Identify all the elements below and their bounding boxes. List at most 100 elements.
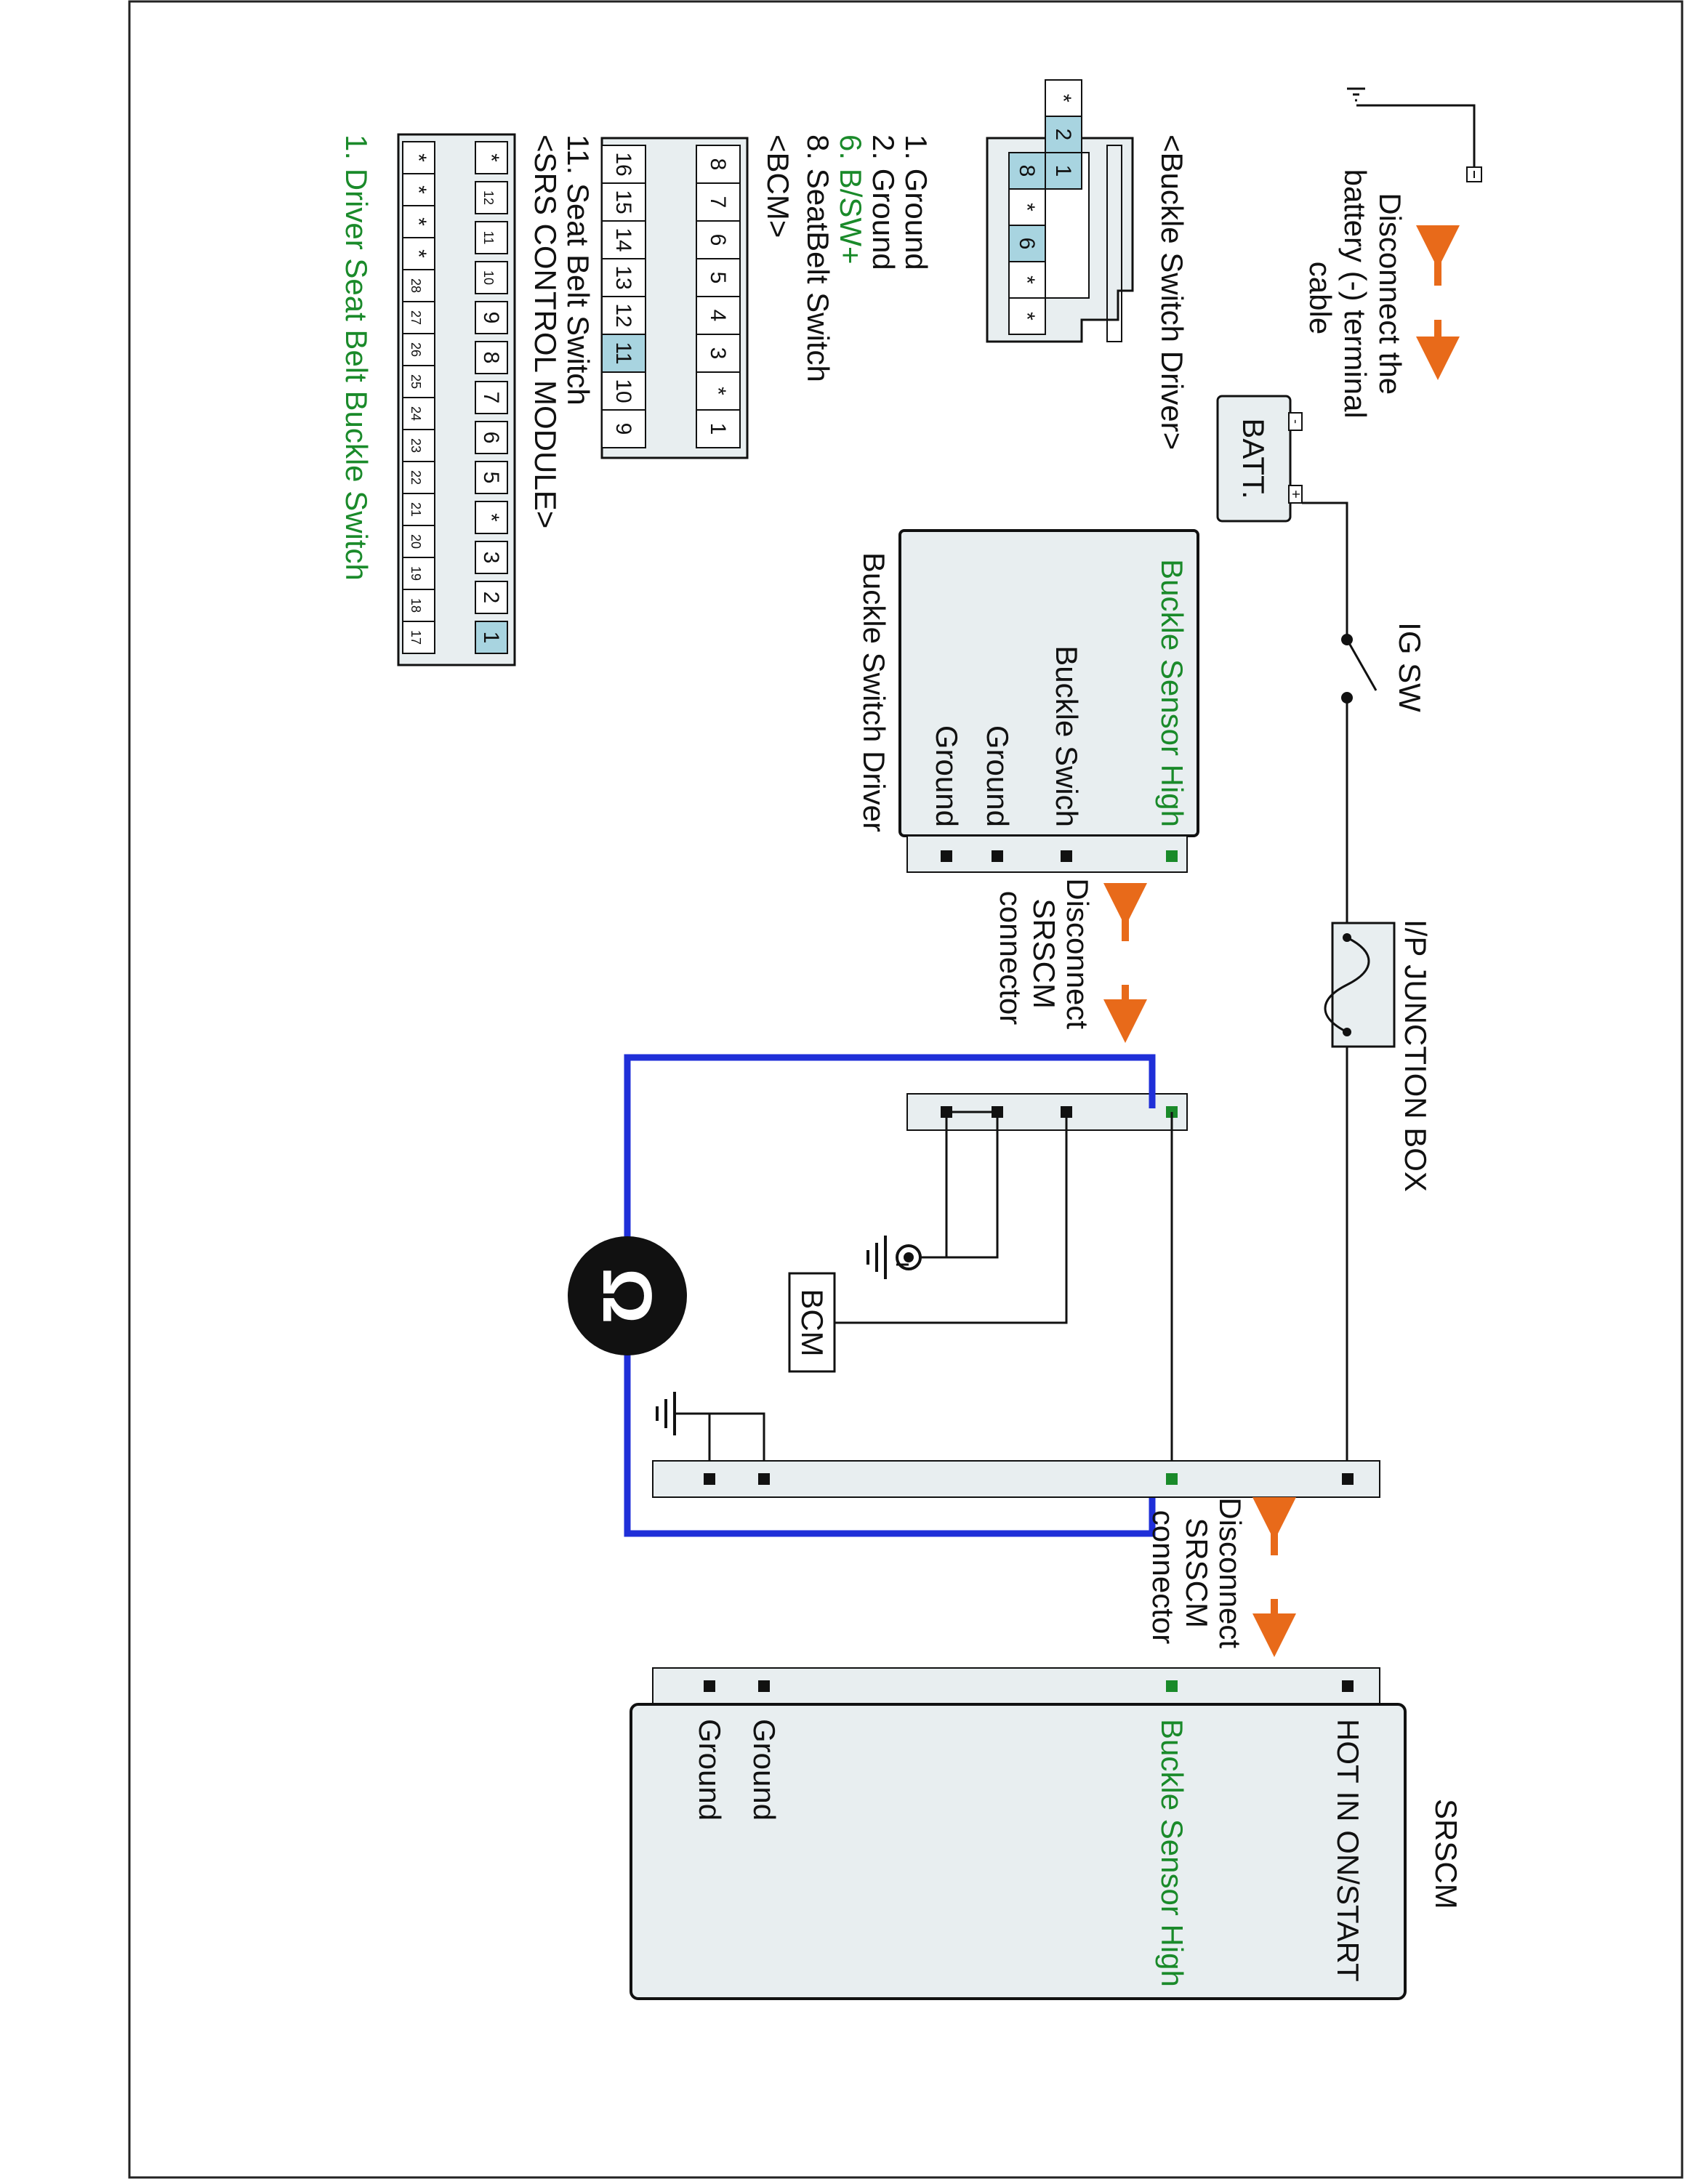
buckle-pin-bottom-2-label: 6 bbox=[1015, 238, 1039, 250]
srs-pin-bottom-8-label: 24 bbox=[409, 406, 423, 421]
bcm-pin-r1-7-cell bbox=[601, 409, 646, 448]
srs-pin-bottom-10-label: 22 bbox=[409, 470, 423, 485]
srs-pin-bottom-3-label: * bbox=[406, 249, 430, 258]
srs-pin-top-1-label: 12 bbox=[481, 190, 496, 205]
bcm-pin-r0-4-label: 4 bbox=[706, 310, 730, 322]
disconnect-srscm-top-text: Disconnect SRSCM connector bbox=[994, 878, 1095, 1037]
srs-pin-bottom-1-label: * bbox=[406, 185, 430, 194]
srs-pin-top-6-label: 7 bbox=[479, 392, 503, 404]
ohm-symbol: Ω bbox=[588, 1268, 666, 1324]
bcm-pin-r0-6-label: * bbox=[706, 387, 730, 395]
legend-buckle-item-4: 8. SeatBelt Switch bbox=[801, 134, 835, 382]
bcm-pin-r1-5-label: 11 bbox=[611, 342, 635, 364]
buckle-pin-bottom-1-label: * bbox=[1015, 203, 1039, 211]
legend-buckle-header: <Buckle Switch Driver> bbox=[1155, 134, 1189, 450]
bcm-pin-r0-2-label: 6 bbox=[706, 234, 730, 246]
srs-pin-top-6-cell bbox=[475, 381, 508, 414]
srs-pin-top-3-label: 10 bbox=[481, 270, 496, 285]
srs-pin-bottom-4-label: 28 bbox=[409, 278, 423, 293]
buckle-switch-driver-title: Buckle Switch Driver bbox=[857, 552, 891, 832]
chassis-ground-top bbox=[1347, 87, 1482, 182]
buckle-pin-sensor-high: Buckle Sensor High bbox=[1155, 559, 1189, 827]
srs-pin-bottom-11-label: 21 bbox=[409, 502, 423, 517]
srs-pin-bottom-13-label: 19 bbox=[409, 566, 423, 581]
srs-pin-top-0-cell bbox=[475, 141, 508, 174]
srs-pin-bottom-2-label: * bbox=[406, 217, 430, 226]
legend-srs-item-1: 1. Driver Seat Belt Buckle Switch bbox=[339, 134, 374, 581]
ip-junction-box bbox=[1324, 922, 1396, 1048]
bcm-pin-r0-5-label: 3 bbox=[706, 347, 730, 360]
hot-wire bbox=[1302, 501, 1378, 1479]
bcm-pin-r1-3-label: 13 bbox=[611, 265, 635, 289]
legend-bcm-header: <BCM> bbox=[761, 134, 795, 238]
srs-pin-top-10-cell bbox=[475, 541, 508, 574]
bcm-pin-r1-0-label: 16 bbox=[611, 152, 635, 176]
srs-pin-top-9-label: * bbox=[479, 513, 503, 522]
buckle-pin-switch: Buckle Swich bbox=[1050, 645, 1084, 827]
srscm-pin-sensor-high: Buckle Sensor High bbox=[1155, 1719, 1189, 1987]
ground-symbol-loop bbox=[656, 1392, 765, 1479]
bcm-pin-r1-1-label: 15 bbox=[611, 190, 635, 214]
srs-pin-top-7-label: 6 bbox=[479, 432, 503, 444]
legend-buckle-item-1: 1. Ground bbox=[899, 134, 933, 270]
legend-bcm-item-1: 11. Seat Belt Switch bbox=[561, 134, 595, 406]
srs-pin-top-9-cell bbox=[475, 501, 508, 534]
buckle-pin-bottom-0-label: 8 bbox=[1015, 165, 1039, 177]
legend-srs: <SRS CONTROL MODULE> *12111098765*321***… bbox=[339, 133, 563, 666]
page-frame bbox=[128, 0, 1684, 2179]
srs-pin-bottom-15-label: 17 bbox=[409, 630, 423, 645]
srs-pin-top-11-label: 2 bbox=[479, 592, 503, 604]
srs-pin-top-10-label: 3 bbox=[479, 552, 503, 564]
bcm-pin-r0-1-label: 7 bbox=[706, 196, 730, 209]
legend-buckle-switch: <Buckle Switch Driver> 1. Ground 2. Grou… bbox=[801, 79, 1189, 450]
srs-pin-top-4-label: 9 bbox=[479, 312, 503, 324]
srscm-pin-ground-2: Ground bbox=[693, 1719, 727, 1821]
legend-buckle-item-3: 6. B/SW+ bbox=[834, 134, 868, 265]
srs-pin-top-8-cell bbox=[475, 461, 508, 494]
srs-pin-bottom-15-cell bbox=[402, 621, 435, 654]
srscm-pin-ground-1: Ground bbox=[747, 1719, 781, 1821]
srs-pin-top-0-label: * bbox=[479, 153, 503, 162]
ground-wires-mid bbox=[866, 1111, 999, 1279]
bcm-label: BCM bbox=[795, 1289, 829, 1356]
bcm-pin-r1-7-label: 9 bbox=[611, 423, 635, 435]
srs-pin-top-8-label: 5 bbox=[479, 472, 503, 484]
buckle-pin-bottom-3-label: * bbox=[1015, 275, 1039, 284]
legend-srs-header: <SRS CONTROL MODULE> bbox=[528, 134, 563, 528]
srs-pin-bottom-0-label: * bbox=[406, 153, 430, 162]
buckle-pin-bottom-4-cell bbox=[1008, 297, 1046, 335]
bcm-pin-r1-4-label: 12 bbox=[611, 303, 635, 327]
battery: - + BATT. bbox=[1216, 395, 1303, 523]
srscm-pin-hot: HOT IN ON/START bbox=[1331, 1719, 1365, 1982]
srs-pin-bottom-5-label: 27 bbox=[409, 310, 423, 325]
ohmmeter: Ω bbox=[568, 1236, 687, 1355]
bcm-wire bbox=[831, 1112, 1068, 1324]
buckle-pin-top-2-label: 1 bbox=[1051, 165, 1075, 177]
bcm-pin-r0-0-label: 8 bbox=[706, 158, 730, 171]
right-connector-strip bbox=[652, 1460, 1380, 1498]
bcm-pin-r0-7-cell bbox=[696, 409, 741, 448]
srs-connector-pins: *12111098765*321****28272625242322212019… bbox=[402, 141, 508, 654]
srs-pin-top-5-cell bbox=[475, 341, 508, 374]
srs-pin-bottom-12-label: 20 bbox=[409, 534, 423, 549]
bcm-pin-r1-6-label: 10 bbox=[611, 379, 635, 403]
srs-pin-top-7-cell bbox=[475, 421, 508, 454]
srs-pin-top-2-label: 11 bbox=[481, 231, 496, 245]
buckle-pin-ground-2: Ground bbox=[930, 725, 964, 827]
bcm-pin-r0-3-label: 5 bbox=[706, 272, 730, 284]
buckle-pin-top-0-label: * bbox=[1051, 94, 1075, 102]
srs-pin-bottom-7-label: 25 bbox=[409, 374, 423, 389]
buckle-connector-pins: *218*6** bbox=[1008, 79, 1082, 335]
batt-pos-label: + bbox=[1287, 490, 1303, 499]
srs-pin-top-12-label: 1 bbox=[479, 632, 503, 644]
disconnect-srscm-right-text: Disconnect SRSCM connector bbox=[1146, 1497, 1247, 1656]
srs-pin-bottom-9-label: 23 bbox=[409, 438, 423, 453]
srs-pin-bottom-14-label: 18 bbox=[409, 598, 423, 613]
srs-pin-top-2-cell bbox=[475, 221, 508, 254]
srs-pin-top-11-cell bbox=[475, 581, 508, 614]
buckle-switch-driver-box: Buckle Sensor High Buckle Swich Ground G… bbox=[898, 529, 1199, 873]
batt-label: BATT. bbox=[1236, 418, 1271, 499]
